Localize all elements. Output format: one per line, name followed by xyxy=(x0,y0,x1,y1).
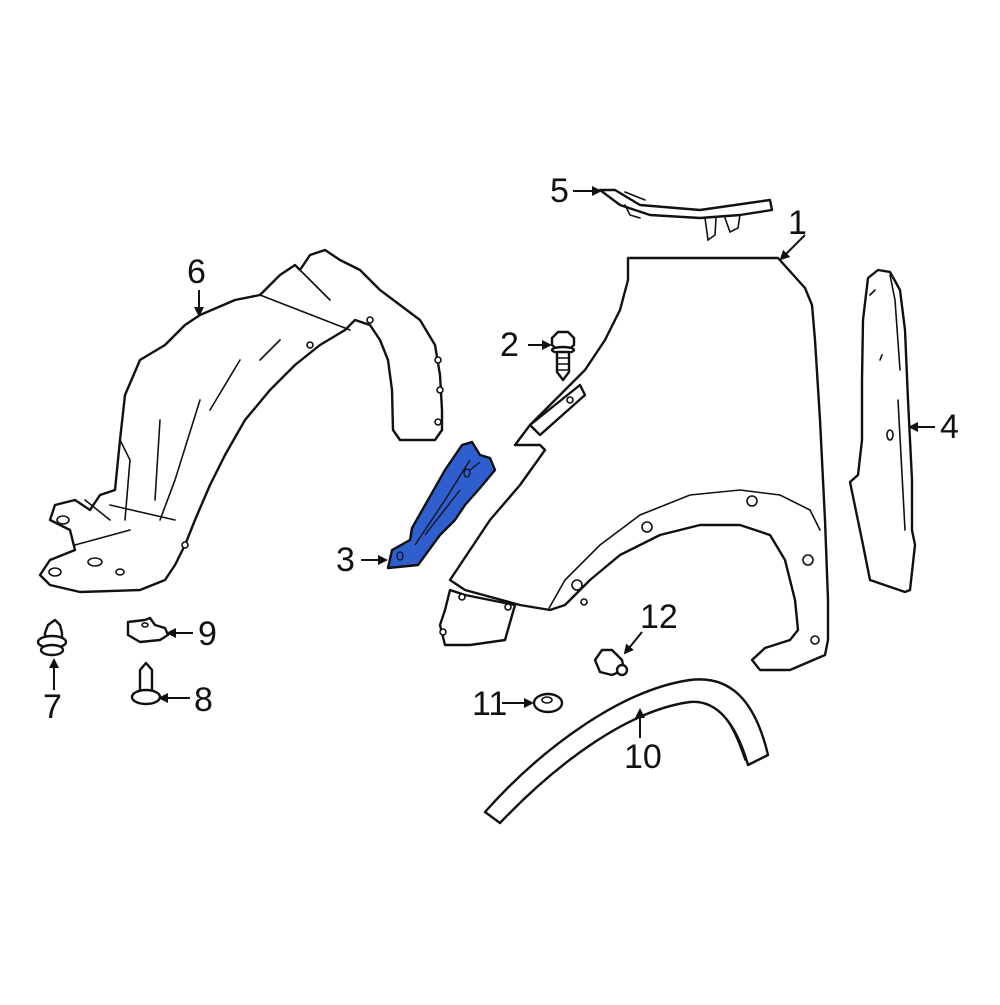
callout-9[interactable]: 9 xyxy=(198,615,217,653)
fender-seal-part[interactable] xyxy=(848,268,917,594)
callout-12[interactable]: 12 xyxy=(640,598,678,636)
fender-panel-part[interactable] xyxy=(438,256,830,672)
callout-3[interactable]: 3 xyxy=(336,541,355,579)
callout-5[interactable]: 5 xyxy=(550,172,569,210)
molding-clip-part[interactable] xyxy=(532,692,564,714)
callout-6[interactable]: 6 xyxy=(187,253,206,291)
fender-liner-part[interactable] xyxy=(38,248,444,594)
callout-7[interactable]: 7 xyxy=(43,688,62,726)
fender-bracket-part[interactable] xyxy=(386,440,497,570)
callout-10[interactable]: 10 xyxy=(624,738,662,776)
fender-bolt-part[interactable] xyxy=(550,330,576,382)
wheel-opening-molding-part[interactable] xyxy=(483,678,770,825)
callout-8[interactable]: 8 xyxy=(194,681,213,719)
fender-top-bracket-part[interactable] xyxy=(598,188,774,242)
push-pin-part[interactable] xyxy=(130,661,162,706)
callout-4[interactable]: 4 xyxy=(940,408,959,446)
callout-11[interactable]: 11 xyxy=(472,685,508,723)
liner-clip-part[interactable] xyxy=(36,618,68,657)
molding-grommet-part[interactable] xyxy=(593,648,629,677)
callout-2[interactable]: 2 xyxy=(500,326,519,364)
nut-clip-part[interactable] xyxy=(126,616,170,644)
callout-1[interactable]: 1 xyxy=(788,204,807,242)
